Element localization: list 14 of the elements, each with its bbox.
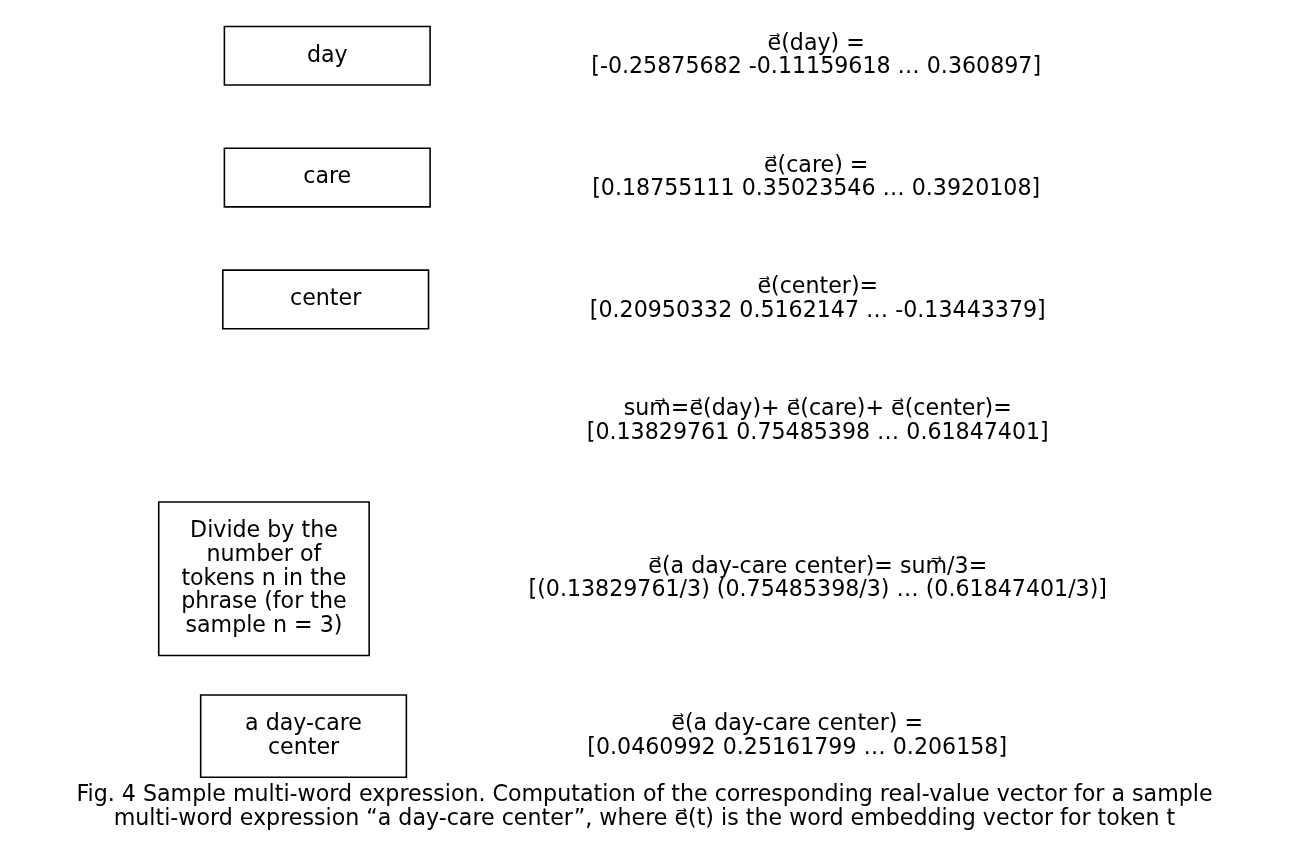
node-label: e⃗(day) = <box>767 28 865 55</box>
node-label: [0.18755111 0.35023546 … 0.3920108] <box>592 174 1041 201</box>
node-box: day <box>223 25 431 86</box>
node-label: e⃗(a day-care center)= sum⃗/3= <box>648 551 988 578</box>
node-label: e⃗(center)= <box>757 272 879 299</box>
node-box: a day-care center <box>199 694 408 779</box>
node-label: e⃗(a day-care center) = <box>671 709 924 736</box>
node-box: care <box>223 147 431 208</box>
node-box: Divide by the number of tokens n in the phrase (for the sample n = 3) <box>157 501 370 657</box>
label: sum⃗=e⃗(day)+ e⃗(care)+ e⃗(center)= <box>623 394 1012 421</box>
node-label: [0.20950332 0.5162147 … -0.13443379] <box>589 296 1046 323</box>
caption: Fig. 4 Sample multi-word expression. Computation of the corresponding real-value vector for a sample multi-word expression “a day-care center”, where e⃗(t) is the word embedding vector for token t <box>76 780 1213 831</box>
node-label: e⃗(care) = <box>763 150 869 177</box>
node-box: center <box>222 269 430 330</box>
